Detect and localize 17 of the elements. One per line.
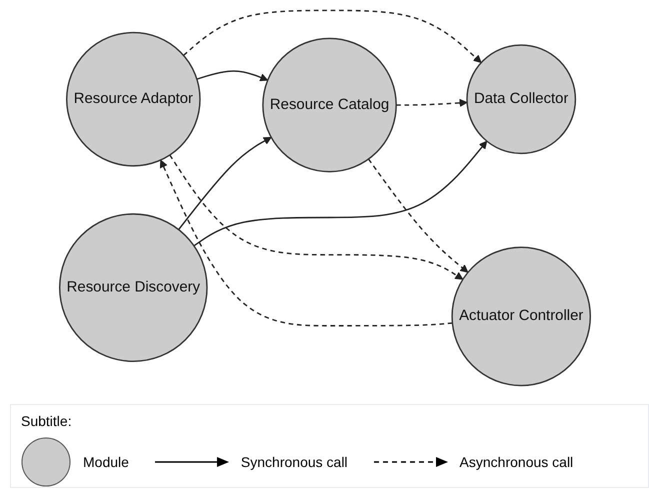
node-circle: Data Collector — [466, 44, 576, 154]
legend-text: Asynchronous call — [460, 454, 574, 470]
arrow — [396, 98, 467, 106]
arrow — [196, 70, 268, 81]
arrow — [182, 9, 482, 63]
node-circle: Resource Adaptor — [66, 31, 200, 166]
legend-title: Subtitle: — [21, 413, 72, 429]
arrow — [159, 159, 452, 326]
node-circle: Resource Catalog — [262, 37, 396, 172]
node-circle: Resource Discovery — [58, 212, 208, 362]
arrow — [193, 140, 487, 246]
arrow — [367, 158, 468, 272]
arrow — [168, 154, 463, 280]
legend-text: Module — [83, 454, 129, 470]
node-circle: Actuator Controller — [450, 246, 591, 386]
arrow — [178, 136, 272, 230]
legend-text: Synchronous call — [240, 454, 348, 470]
